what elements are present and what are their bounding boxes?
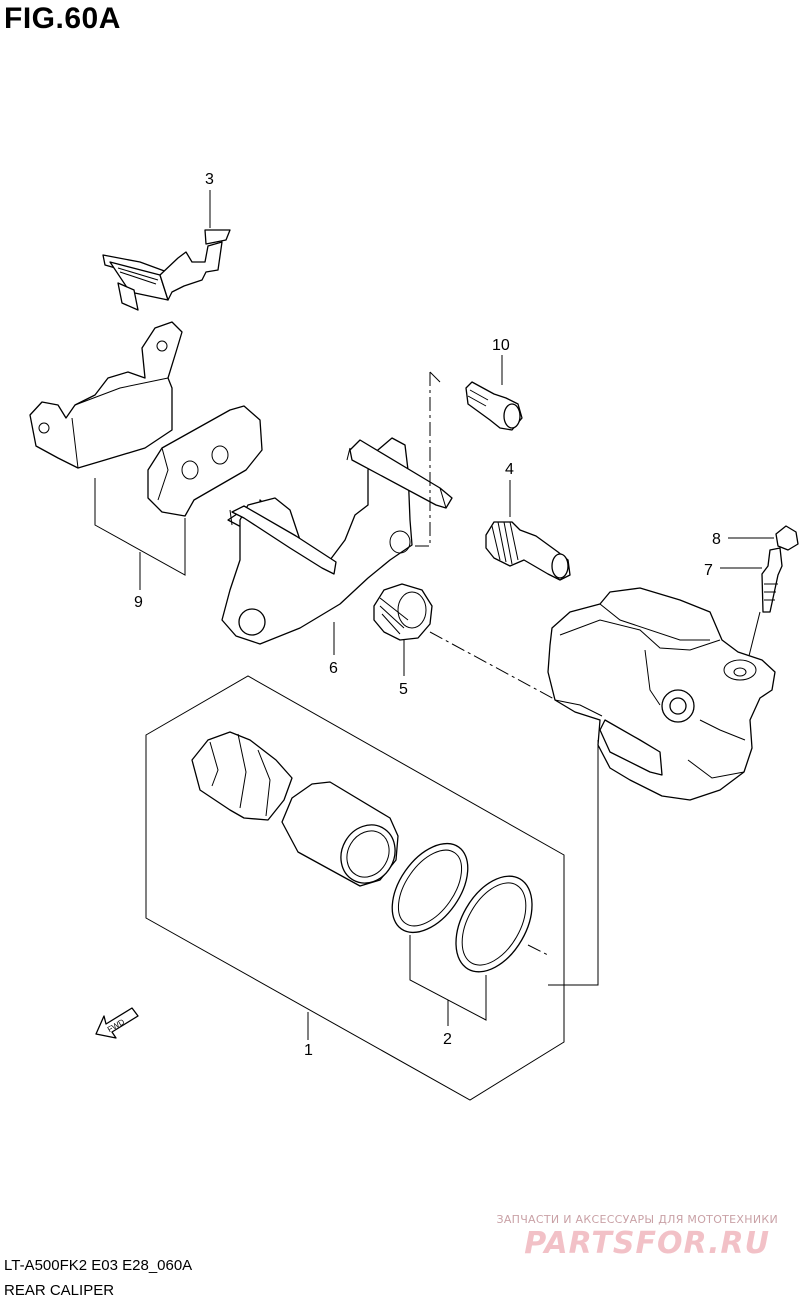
callout-7: 7 xyxy=(704,562,713,579)
callout-3: 3 xyxy=(205,171,214,188)
caliper-body xyxy=(547,587,776,801)
fwd-arrow-icon: FWD xyxy=(95,1007,139,1039)
callout-1: 1 xyxy=(304,1042,313,1059)
model-code: LT-A500FK2 E03 E28_060A xyxy=(4,1257,193,1274)
pin-boot xyxy=(373,583,433,641)
piston-seal xyxy=(391,842,469,934)
brake-pad-inner xyxy=(147,405,263,517)
dust-seal-ring xyxy=(455,875,533,973)
bleeder-valve xyxy=(761,547,783,613)
caliper-bracket xyxy=(221,437,453,645)
callout-10: 10 xyxy=(492,337,510,354)
figure-title: FIG.60A xyxy=(4,2,121,35)
pad-spring-clip xyxy=(102,229,231,311)
callout-2: 2 xyxy=(443,1031,452,1048)
caliper-piston xyxy=(281,781,399,887)
callout-6: 6 xyxy=(329,660,338,677)
callout-4: 4 xyxy=(505,461,514,478)
watermark-tagline: ЗАПЧАСТИ И АКСЕССУАРЫ ДЛЯ МОТОТЕХНИКИ xyxy=(496,1213,778,1226)
callout-5: 5 xyxy=(399,681,408,698)
piston-dust-seal xyxy=(191,731,293,821)
bleeder-cap xyxy=(775,525,799,551)
slide-pin xyxy=(485,521,571,581)
callout-8: 8 xyxy=(712,531,721,548)
callout-9: 9 xyxy=(134,594,143,611)
section-name: REAR CALIPER xyxy=(4,1282,115,1299)
watermark-logo: PARTSFOR.RU xyxy=(524,1226,770,1261)
brake-pad-outer xyxy=(29,321,183,469)
caliper-bolt xyxy=(465,381,523,431)
